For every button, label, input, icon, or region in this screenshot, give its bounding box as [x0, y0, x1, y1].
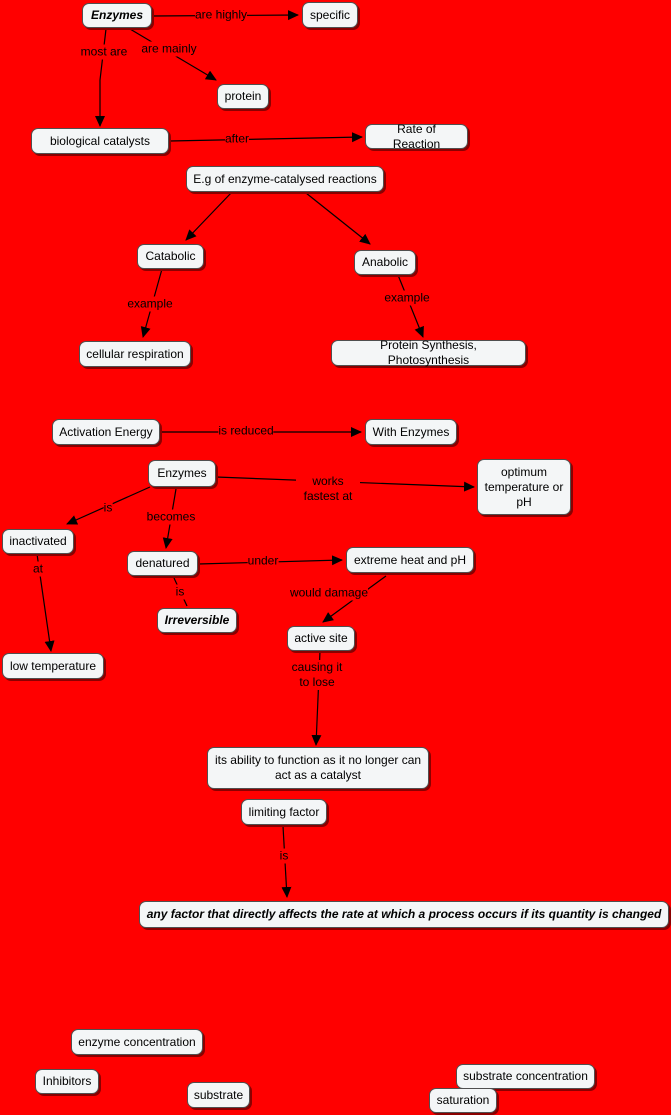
link-label-most-are: most are [80, 44, 128, 60]
node-substrate[interactable]: substrate [187, 1082, 250, 1108]
node-specific[interactable]: specific [302, 2, 358, 28]
link-label-example-left: example [127, 296, 173, 312]
node-limiting-factor-definition[interactable]: any factor that directly affects the rat… [139, 901, 669, 928]
node-enzymes-mid[interactable]: Enzymes [148, 460, 216, 487]
node-limiting-factor[interactable]: limiting factor [241, 799, 327, 825]
node-protein[interactable]: protein [217, 84, 269, 109]
link-label-under: under [247, 553, 279, 569]
node-low-temperature[interactable]: low temperature [2, 653, 104, 679]
node-saturation[interactable]: saturation [429, 1088, 497, 1113]
node-rate-of-reaction[interactable]: Rate of Reaction [365, 122, 468, 151]
link-label-works-fastest-at: works fastest at [296, 474, 360, 504]
node-activation-energy[interactable]: Activation Energy [52, 419, 160, 445]
node-substrate-concentration[interactable]: substrate concentration [456, 1064, 595, 1089]
link-label-after: after [224, 131, 250, 147]
link-label-is-irreversible: is [175, 584, 185, 600]
link-label-at: at [32, 561, 44, 577]
edge-eg-anabolic [305, 192, 371, 245]
link-label-is: is [103, 500, 113, 516]
link-label-is-reduced: is reduced [218, 423, 274, 439]
node-inhibitors[interactable]: Inhibitors [35, 1069, 99, 1094]
link-label-are-highly: are highly [194, 7, 248, 23]
node-enzyme-concentration[interactable]: enzyme concentration [71, 1029, 203, 1055]
node-active-site[interactable]: active site [287, 626, 355, 651]
edge-eg-catabolic [185, 191, 233, 241]
node-anabolic[interactable]: Anabolic [354, 250, 416, 275]
node-irreversible[interactable]: Irreversible [157, 608, 237, 633]
node-eg-reactions[interactable]: E.g of enzyme-catalysed reactions [186, 166, 384, 192]
node-inactivated[interactable]: inactivated [2, 529, 74, 554]
node-with-enzymes[interactable]: With Enzymes [365, 419, 457, 445]
link-label-would-damage: would damage [289, 585, 369, 601]
link-label-is-limiting: is [279, 848, 289, 864]
node-protein-synthesis[interactable]: Protein Synthesis, Photosynthesis [331, 338, 526, 367]
node-enzymes-top[interactable]: Enzymes [82, 3, 152, 28]
edge-after [169, 132, 363, 143]
link-label-are-mainly: are mainly [141, 41, 197, 57]
node-cellular-respiration[interactable]: cellular respiration [79, 341, 191, 367]
node-optimum-temperature[interactable]: optimum temperature or pH [477, 459, 571, 515]
node-biological-catalysts[interactable]: biological catalysts [31, 128, 169, 154]
link-label-causing-it-to-lose: causing it to lose [285, 660, 349, 690]
node-catabolic[interactable]: Catabolic [137, 244, 204, 269]
node-denatured[interactable]: denatured [127, 551, 198, 576]
link-label-example-right: example [384, 290, 430, 306]
node-extreme-heat-ph[interactable]: extreme heat and pH [346, 547, 474, 573]
edge-example-right [397, 274, 424, 338]
node-ability-to-function[interactable]: its ability to function as it no longer … [207, 747, 429, 789]
link-label-becomes: becomes [146, 509, 196, 525]
